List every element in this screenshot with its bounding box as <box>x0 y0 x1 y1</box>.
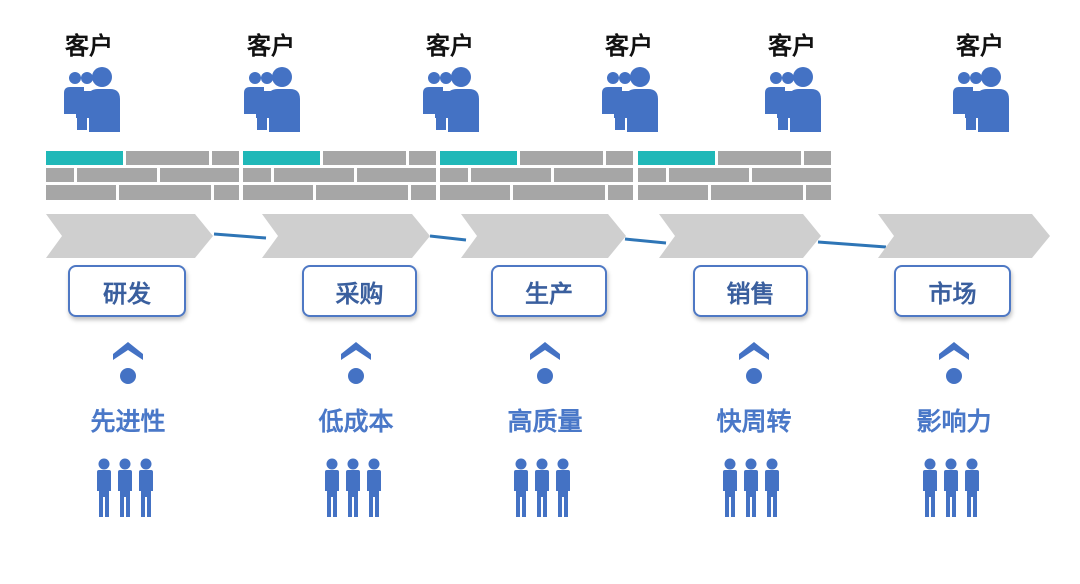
brick <box>214 185 239 200</box>
brick <box>806 185 831 200</box>
team-people-icon <box>322 457 384 519</box>
brick <box>711 185 803 200</box>
brick <box>520 151 603 165</box>
brick <box>243 185 313 200</box>
team-people-icon <box>920 457 982 519</box>
customer-label: 客户 <box>247 32 295 60</box>
brick <box>212 151 239 165</box>
stage-attribute-label: 快周转 <box>716 407 792 436</box>
process-chevron <box>461 214 626 258</box>
brick <box>638 168 666 182</box>
brick <box>46 185 116 200</box>
chevron-up-icon <box>936 338 972 388</box>
brick <box>409 151 436 165</box>
chevron-up-icon <box>736 338 772 388</box>
stage-box-rnd: 研发 <box>68 265 186 317</box>
chevron-up-icon <box>527 338 563 388</box>
brick <box>669 168 749 182</box>
teal-brick <box>243 151 320 165</box>
brick <box>471 168 551 182</box>
brick <box>513 185 605 200</box>
brick <box>243 168 271 182</box>
teal-brick <box>46 151 123 165</box>
customer-label: 客户 <box>768 32 816 60</box>
stage-attribute-label: 高质量 <box>507 407 583 436</box>
brick <box>804 151 831 165</box>
connector-line <box>213 232 267 240</box>
process-chevron <box>46 214 213 258</box>
team-people-icon <box>94 457 156 519</box>
stage-box-production: 生产 <box>491 265 607 317</box>
connector-line <box>624 237 667 245</box>
customer-label: 客户 <box>426 32 474 60</box>
connector-line <box>429 234 467 242</box>
brick <box>160 168 239 182</box>
process-chevrons <box>46 214 1050 258</box>
teal-brick <box>440 151 517 165</box>
stage-attribute-label: 影响力 <box>916 407 992 436</box>
process-chevron <box>262 214 430 258</box>
brick <box>718 151 801 165</box>
connector-line <box>817 240 887 249</box>
brick <box>46 168 74 182</box>
brick <box>126 151 209 165</box>
brick-wall <box>46 151 831 200</box>
brick <box>638 185 708 200</box>
brick <box>752 168 831 182</box>
brick <box>554 168 633 182</box>
chevron-up-icon <box>110 338 146 388</box>
brick <box>323 151 406 165</box>
process-chevron <box>659 214 821 258</box>
stage-box-procurement: 采购 <box>302 265 417 317</box>
stage-box-market: 市场 <box>894 265 1011 317</box>
brick <box>608 185 633 200</box>
chevron-up-icon <box>338 338 374 388</box>
team-people-icon <box>511 457 573 519</box>
stage-attribute-label: 先进性 <box>90 407 166 436</box>
stage-attribute-label: 低成本 <box>318 407 394 436</box>
customer-label: 客户 <box>605 32 653 60</box>
team-people-icon <box>720 457 782 519</box>
brick <box>357 168 436 182</box>
brick <box>119 185 211 200</box>
brick <box>440 185 510 200</box>
brick <box>316 185 408 200</box>
brick <box>440 168 468 182</box>
brick <box>411 185 436 200</box>
stage-box-sales: 销售 <box>693 265 808 317</box>
brick <box>274 168 354 182</box>
customer-label: 客户 <box>65 32 113 60</box>
brick <box>606 151 633 165</box>
connector-lines <box>213 232 887 249</box>
brick <box>77 168 157 182</box>
process-chevron <box>878 214 1050 258</box>
customer-label: 客户 <box>956 32 1004 60</box>
teal-brick <box>638 151 715 165</box>
